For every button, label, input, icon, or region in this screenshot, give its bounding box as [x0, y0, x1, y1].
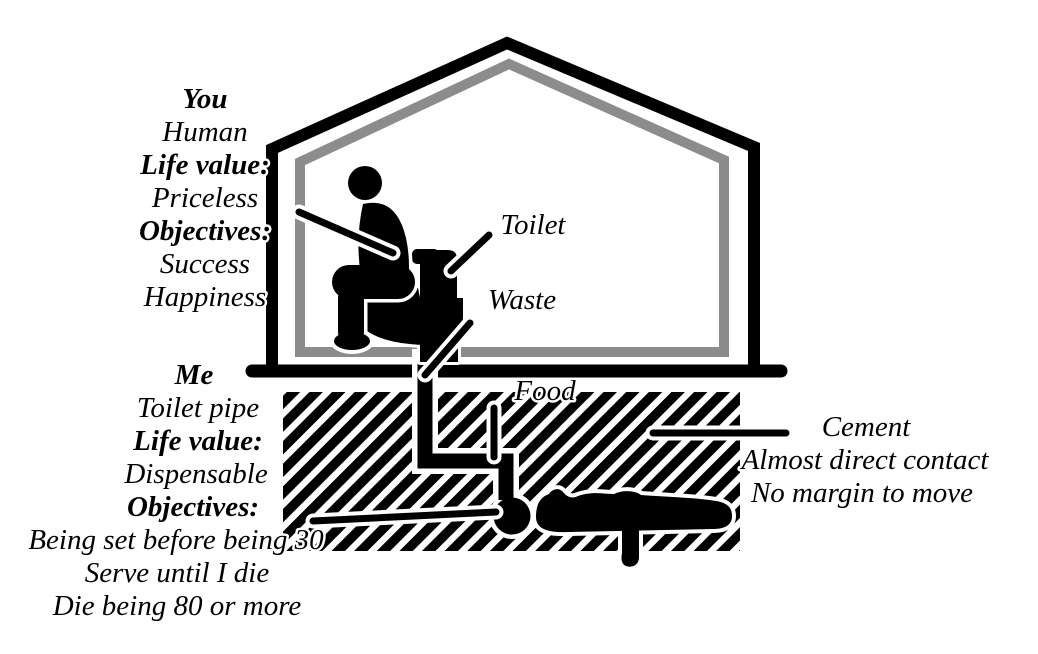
label-no-margin: No margin to move: [750, 477, 973, 509]
label-waste: Waste: [488, 284, 556, 316]
label-dispensable: Dispensable: [123, 458, 268, 490]
toilet-pipe-icon: [412, 345, 535, 539]
label-you: You: [182, 83, 227, 115]
labels: You Human Life value: Priceless Objectiv…: [26, 81, 992, 625]
pipe-outlet: [493, 497, 531, 535]
label-food: Food: [513, 375, 576, 407]
toilet-leader-line: [443, 227, 497, 279]
label-human: Human: [161, 116, 247, 148]
label-serve: Serve until I die: [85, 557, 270, 589]
label-toilet-pipe: Toilet pipe: [137, 392, 259, 424]
label-cement: Cement: [822, 411, 912, 443]
waste-leader-line: [417, 315, 478, 383]
label-me: Me: [174, 359, 214, 391]
label-being-set: Being set before being 30: [28, 524, 324, 556]
label-objectives-you: Objectives:: [139, 215, 271, 247]
label-priceless: Priceless: [151, 182, 258, 214]
label-life-value-you: Life value:: [139, 149, 270, 181]
you-leader-line: [291, 204, 401, 261]
label-die-being-80: Die being 80 or more: [52, 590, 302, 622]
label-success: Success: [160, 248, 250, 280]
house-inner-outline: [295, 58, 729, 357]
label-happiness: Happiness: [143, 281, 266, 313]
pipe-person-icon: [532, 485, 736, 571]
me-leader-line: [305, 504, 504, 529]
leader-lines: [291, 204, 794, 529]
person-on-toilet-icon: [328, 162, 419, 354]
label-toilet: Toilet: [500, 209, 566, 241]
label-almost-contact: Almost direct contact: [740, 444, 990, 476]
label-life-value-me: Life value:: [132, 425, 263, 457]
label-objectives-me: Objectives:: [127, 491, 259, 523]
house-outer-outline: [266, 36, 760, 372]
house-icon: [266, 36, 760, 372]
